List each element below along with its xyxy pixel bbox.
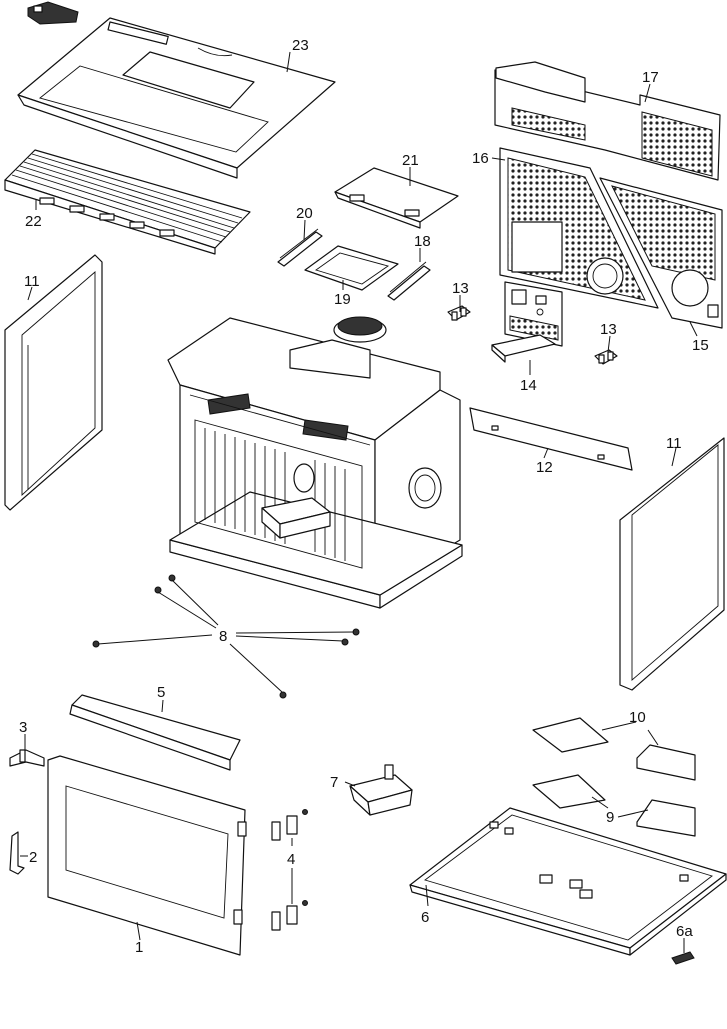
label-part-21: 21 xyxy=(402,152,419,169)
label-part-4: 4 xyxy=(287,851,295,868)
label-part-11-left: 11 xyxy=(24,273,40,290)
label-part-11-right: 11 xyxy=(666,435,682,452)
label-part-23: 23 xyxy=(292,37,309,54)
part-20-rail xyxy=(277,228,323,267)
part-6a-screw xyxy=(671,938,695,965)
small-bracket-top-left xyxy=(27,1,79,25)
part-21-plate xyxy=(334,167,459,229)
label-part-6a: 6a xyxy=(676,923,693,940)
label-part-19: 19 xyxy=(334,291,351,308)
part-5-deflector xyxy=(69,694,241,771)
part-23-top-cover xyxy=(17,17,336,179)
fireplace-insert-body xyxy=(167,316,463,609)
part-15-back-panel-right xyxy=(599,177,723,329)
label-part-14: 14 xyxy=(520,377,537,394)
label-part-7: 7 xyxy=(330,774,338,791)
part-18-rail xyxy=(387,261,431,301)
label-part-10: 10 xyxy=(629,709,646,726)
label-part-3: 3 xyxy=(19,719,27,736)
label-part-13-right: 13 xyxy=(600,321,617,338)
label-part-22: 22 xyxy=(25,213,42,230)
label-part-18: 18 xyxy=(414,233,431,250)
label-part-13-left: 13 xyxy=(452,280,469,297)
label-part-20: 20 xyxy=(296,205,313,222)
part-12-trim-bar xyxy=(469,407,633,471)
part-11-right-side-panel xyxy=(619,437,725,691)
part-10-plates xyxy=(532,717,696,781)
part-7-ash-pan xyxy=(349,764,413,816)
part-1-door-frame xyxy=(47,755,247,956)
label-part-2: 2 xyxy=(29,849,37,866)
label-part-16: 16 xyxy=(472,150,489,167)
part-6-base-tray xyxy=(409,807,727,956)
part-11-left-side-panel xyxy=(4,254,103,511)
part-13-clip-right xyxy=(594,349,618,365)
label-part-9: 9 xyxy=(606,809,614,826)
part-17-back-top-panel xyxy=(494,61,721,181)
part-4-hinges xyxy=(271,809,308,931)
label-part-12: 12 xyxy=(536,459,553,476)
part-8-screws xyxy=(92,574,360,699)
part-2-bracket xyxy=(9,831,25,875)
part-3-bracket xyxy=(9,749,45,767)
part-22-heat-exchanger xyxy=(4,149,251,255)
label-part-17: 17 xyxy=(642,69,659,86)
label-part-8: 8 xyxy=(219,628,227,645)
label-part-15: 15 xyxy=(692,337,709,354)
part-14-control-panel xyxy=(491,281,563,363)
leader-lines xyxy=(20,51,698,941)
part-16-back-panel-left xyxy=(499,147,659,309)
label-part-6: 6 xyxy=(421,909,429,926)
label-part-1: 1 xyxy=(135,939,143,956)
part-9-plates xyxy=(532,774,696,837)
part-13-clip-left xyxy=(447,305,471,321)
part-callout-labels: 23 22 11 21 20 18 19 17 16 13 13 14 15 1… xyxy=(19,37,709,956)
part-19-gasket xyxy=(304,245,399,291)
label-part-5: 5 xyxy=(157,684,165,701)
